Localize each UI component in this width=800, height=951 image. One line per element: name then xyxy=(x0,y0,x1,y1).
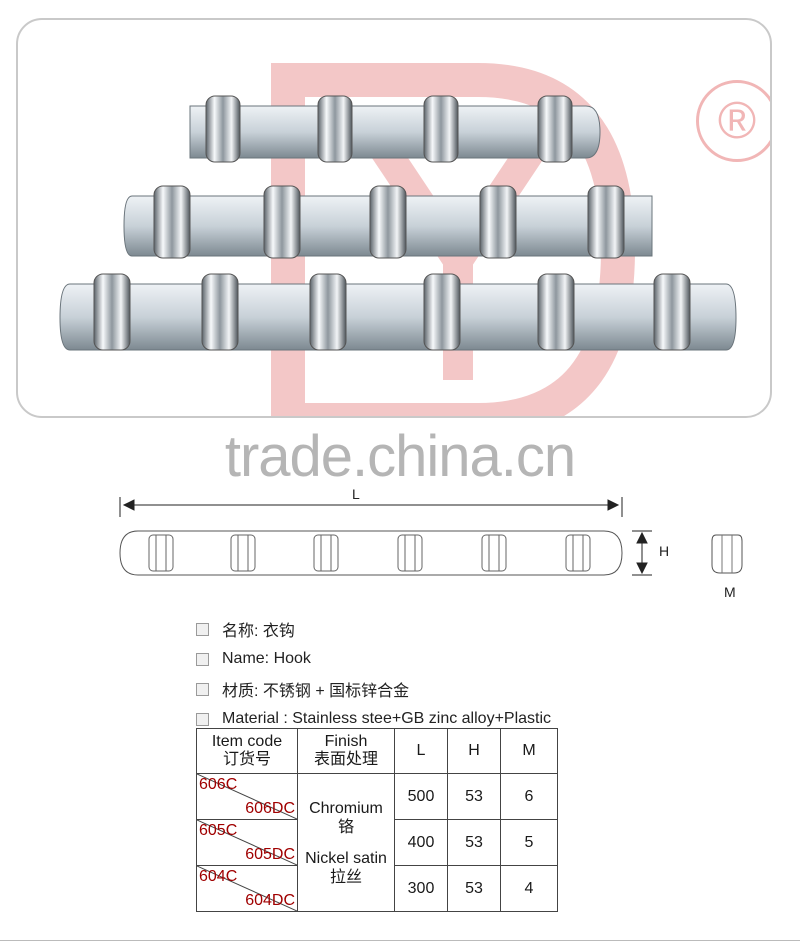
spec-material-en: Material : Stainless stee+GB zinc alloy+… xyxy=(196,704,551,734)
spec-text: 名称: 衣钩 xyxy=(222,623,295,640)
item-code-c: 604C xyxy=(199,868,238,885)
finish-nickel-en: Nickel satin xyxy=(305,849,387,867)
cell-L: 300 xyxy=(394,865,448,912)
header-finish-en: Finish xyxy=(324,733,368,750)
header-item-code-cn: 订货号 xyxy=(222,751,271,768)
height-label: H xyxy=(659,543,670,559)
item-code-cell: 605C 605DC xyxy=(196,819,298,866)
hook-rack-4 xyxy=(189,95,601,163)
header-finish: Finish 表面处理 xyxy=(297,728,395,774)
spec-name-cn: 名称: 衣钩 xyxy=(196,614,551,644)
item-code-cell: 604C 604DC xyxy=(196,865,298,912)
item-code-dc: 605DC xyxy=(245,846,295,863)
square-bullet-icon xyxy=(196,652,209,666)
cell-L: 500 xyxy=(394,773,448,820)
cell-M: 5 xyxy=(500,819,558,866)
spec-material-cn: 材质: 不锈钢 + 国标锌合金 xyxy=(196,674,551,704)
length-label: L xyxy=(352,486,360,502)
header-L: L xyxy=(394,728,448,774)
product-photo: ® xyxy=(16,18,772,418)
spec-text: Name: Hook xyxy=(222,650,311,667)
watermark-text: trade.china.cn xyxy=(224,424,576,489)
cell-H: 53 xyxy=(447,865,501,912)
header-item-code-en: Item code xyxy=(211,733,283,750)
item-code-cell: 606C 606DC xyxy=(196,773,298,820)
bottom-divider xyxy=(0,940,800,941)
depth-label: M xyxy=(724,584,736,600)
item-code-dc: 606DC xyxy=(245,800,295,817)
square-bullet-icon xyxy=(196,622,209,636)
finish-nickel-cn: 拉丝 xyxy=(329,868,362,886)
table-row: 606C 606DC Chromium 铬 Nickel satin 拉丝 50… xyxy=(196,773,558,912)
spec-name-en: Name: Hook xyxy=(196,644,551,674)
dimension-drawing: L xyxy=(119,486,743,576)
finish-chromium-cn: 铬 xyxy=(337,818,354,836)
square-bullet-icon xyxy=(196,712,209,726)
diagonal-divider xyxy=(197,774,297,819)
registered-trademark-icon: ® xyxy=(696,80,770,162)
table-row: 604C 604DC 300 53 4 xyxy=(196,865,558,912)
hook-rack-5 xyxy=(123,185,653,259)
diagonal-divider xyxy=(197,820,297,865)
spec-list: 名称: 衣钩 Name: Hook 材质: 不锈钢 + 国标锌合金 Materi… xyxy=(196,614,551,734)
cell-H: 53 xyxy=(447,819,501,866)
item-code-c: 605C xyxy=(199,822,238,839)
header-H: H xyxy=(447,728,501,774)
spec-table: Item code 订货号 Finish 表面处理 L H M 606C 606… xyxy=(196,728,558,912)
cell-M: 4 xyxy=(500,865,558,912)
item-code-dc: 604DC xyxy=(245,892,295,909)
square-bullet-icon xyxy=(196,682,209,696)
item-code-c: 606C xyxy=(199,776,238,793)
spec-text: 材质: 不锈钢 + 国标锌合金 xyxy=(222,683,410,700)
cell-H: 53 xyxy=(447,773,501,820)
cell-L: 400 xyxy=(394,819,448,866)
header-M: M xyxy=(500,728,558,774)
finish-cell: Chromium 铬 Nickel satin 拉丝 xyxy=(297,773,395,912)
header-item-code: Item code 订货号 xyxy=(196,728,298,774)
hook-rack-6 xyxy=(59,273,737,351)
diagonal-divider xyxy=(197,866,297,911)
table-row: 605C 605DC 400 53 5 xyxy=(196,819,558,866)
spec-text: Material : Stainless stee+GB zinc alloy+… xyxy=(222,710,552,727)
finish-chromium-en: Chromium xyxy=(309,799,383,817)
cell-M: 6 xyxy=(500,773,558,820)
header-finish-cn: 表面处理 xyxy=(313,751,378,768)
